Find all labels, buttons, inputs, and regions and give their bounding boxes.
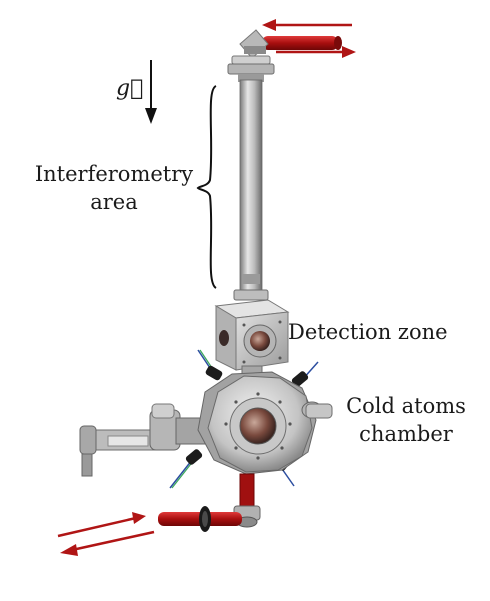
top-mirror-assembly bbox=[239, 29, 342, 59]
interferometry-brace bbox=[196, 85, 217, 289]
cold-atoms-label-line1: Cold atoms bbox=[346, 394, 466, 418]
top-flange bbox=[227, 55, 275, 82]
cold-atoms-label-line2: chamber bbox=[359, 422, 453, 446]
bottom-assembly bbox=[158, 473, 261, 532]
cold-atoms-label: Cold atoms chamber bbox=[336, 392, 476, 448]
interferometry-tube bbox=[233, 79, 269, 301]
detection-zone-label: Detection zone bbox=[288, 320, 448, 344]
bottom-laser-arrows-icon bbox=[57, 512, 155, 556]
gravity-label: g⃗ bbox=[116, 76, 144, 101]
detection-cube bbox=[214, 299, 290, 371]
gravity-arrow-icon bbox=[145, 60, 157, 124]
top-laser-arrows-icon bbox=[262, 19, 356, 58]
left-side-assembly bbox=[79, 403, 207, 477]
cold-atoms-chamber bbox=[197, 371, 333, 475]
interferometry-label: Interferometry area bbox=[24, 160, 204, 216]
interferometry-label-line1: Interferometry bbox=[34, 162, 194, 186]
interferometry-label-line2: area bbox=[90, 190, 138, 214]
